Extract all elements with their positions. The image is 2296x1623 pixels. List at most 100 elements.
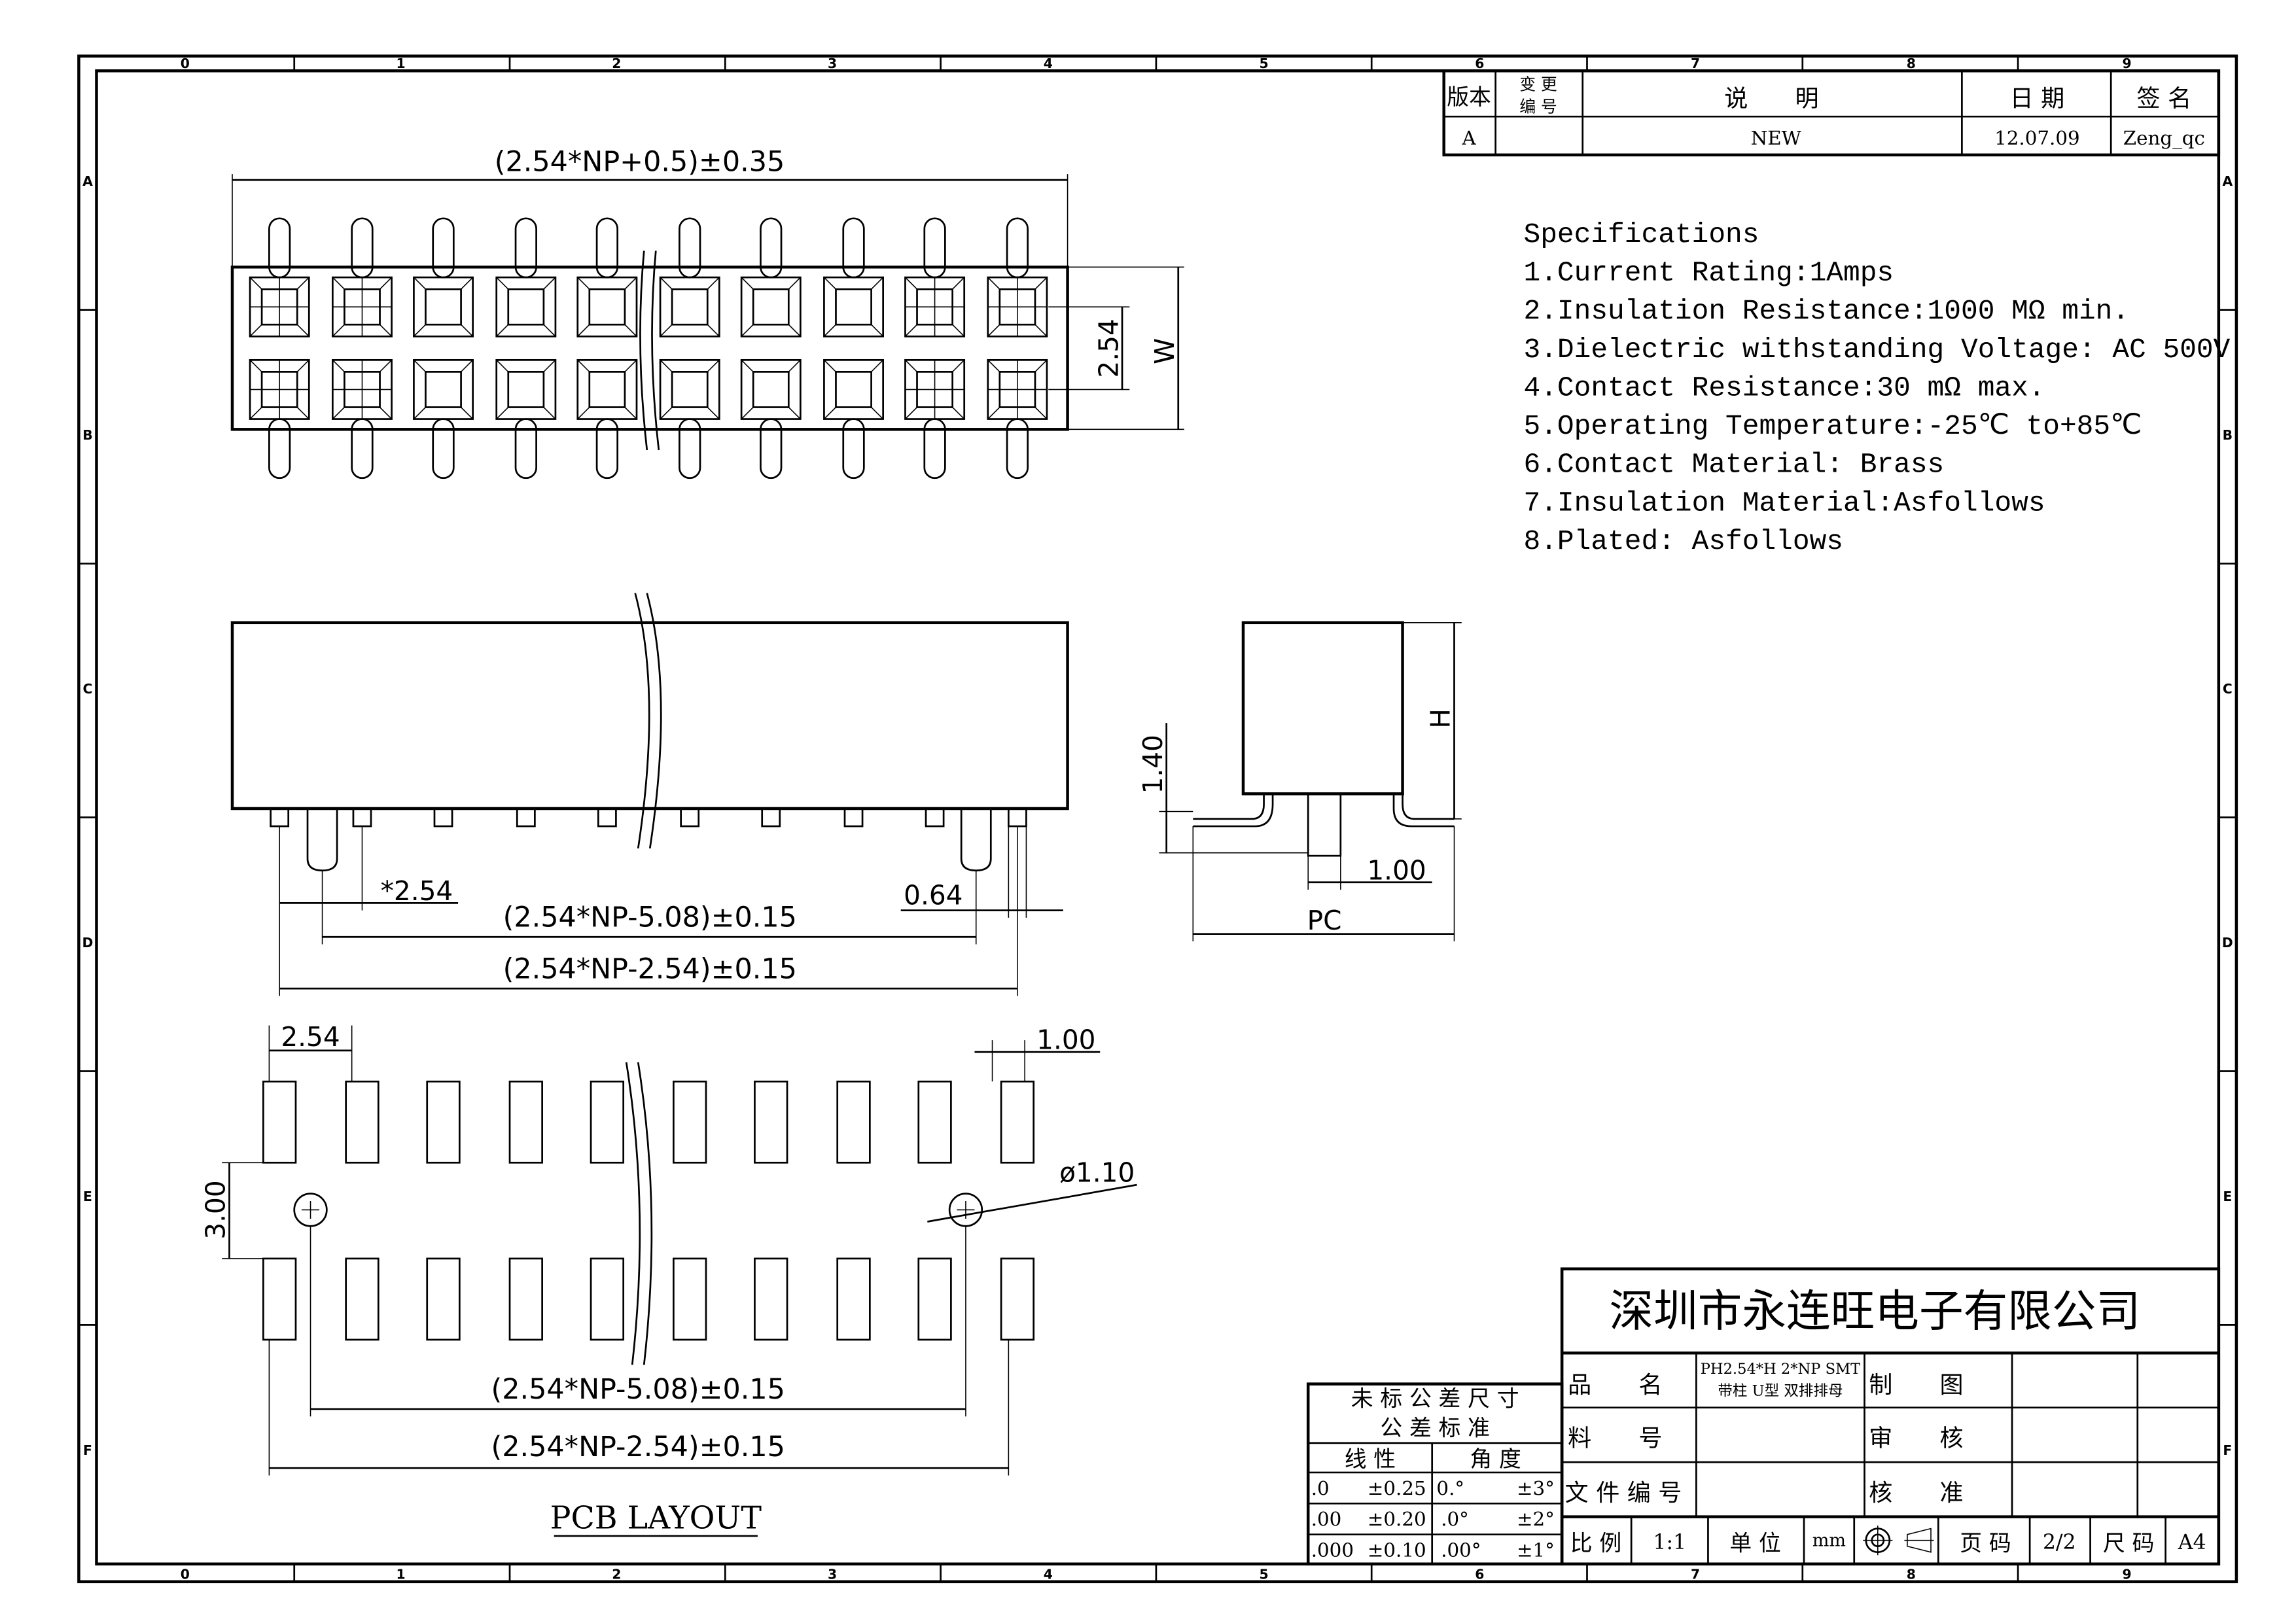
border-row-label: E bbox=[83, 1189, 92, 1204]
spec-item: 7.Insulation Material:Asfollows bbox=[1524, 487, 2045, 519]
border-column-label: 9 bbox=[2122, 1566, 2131, 1582]
tolerance-table: 未 标 公 差 尺 寸 公 差 标 准 线 性 角 度 .0 ±0.25 0.°… bbox=[1306, 1382, 1564, 1566]
contact-centerline bbox=[905, 360, 964, 419]
pcb-pad bbox=[508, 1080, 543, 1164]
contact-square bbox=[495, 276, 557, 338]
part-no-label: 料 号 bbox=[1568, 1424, 1662, 1452]
tol-ang: 0.° bbox=[1436, 1477, 1464, 1499]
projection-symbol-icon bbox=[1863, 1526, 1934, 1556]
contact-chamfer bbox=[904, 359, 965, 420]
pcb-pad bbox=[426, 1080, 461, 1164]
tol-lin-value: ±0.25 bbox=[1368, 1477, 1426, 1499]
contact-square bbox=[823, 276, 884, 338]
contact-square bbox=[740, 358, 802, 420]
size-label: 尺 码 bbox=[2103, 1530, 2154, 1556]
contact-square bbox=[576, 276, 638, 338]
pcb-pad bbox=[754, 1257, 788, 1341]
side-pin bbox=[433, 807, 453, 828]
spec-item: 2.Insulation Resistance:1000 MΩ min. bbox=[1524, 295, 2130, 327]
border-column-label: 5 bbox=[1259, 1566, 1268, 1582]
contact-square bbox=[659, 276, 720, 338]
border-row-label: D bbox=[82, 935, 94, 951]
page-label: 页 码 bbox=[1960, 1530, 2011, 1556]
tol-ang: .00° bbox=[1441, 1539, 1481, 1562]
tol-lin: .000 bbox=[1311, 1539, 1354, 1562]
rev-header-version: 版本 bbox=[1447, 84, 1491, 110]
pcb-pad bbox=[917, 1080, 952, 1164]
contact-chamfer bbox=[496, 359, 556, 420]
side-pin bbox=[516, 807, 536, 828]
contact-opening bbox=[588, 288, 626, 326]
pcb-pad bbox=[754, 1080, 788, 1164]
rev-header-description: 说 明 bbox=[1724, 84, 1818, 112]
tol-lin-value: ±0.10 bbox=[1368, 1539, 1426, 1562]
scale-value: 1:1 bbox=[1653, 1531, 1686, 1554]
contact-opening bbox=[425, 288, 462, 326]
contact-chamfer bbox=[496, 277, 556, 337]
contact-chamfer bbox=[823, 359, 884, 420]
tol-ang: .0° bbox=[1441, 1508, 1469, 1530]
pcb-pad bbox=[590, 1080, 625, 1164]
pcb-pad bbox=[508, 1257, 543, 1341]
contact-opening bbox=[752, 288, 790, 326]
border-row-label: B bbox=[82, 427, 92, 443]
dim-pc: PC bbox=[1307, 905, 1342, 936]
contact-opening bbox=[507, 371, 545, 408]
side-pin bbox=[1008, 807, 1027, 828]
doc-no-label: 文 件 编 号 bbox=[1565, 1479, 1682, 1507]
contact-centerline bbox=[987, 360, 1048, 419]
pcb-pad bbox=[836, 1257, 871, 1341]
contact-chamfer bbox=[332, 359, 393, 420]
unit-value: mm bbox=[1812, 1531, 1846, 1551]
dim-hole-diameter: ø1.10 bbox=[1059, 1157, 1135, 1189]
contact-chamfer bbox=[987, 359, 1048, 420]
contact-opening bbox=[835, 288, 872, 326]
contact-chamfer bbox=[904, 277, 965, 337]
border-row-label: C bbox=[2223, 681, 2233, 697]
contact-chamfer bbox=[332, 277, 393, 337]
border-column-label: 1 bbox=[397, 1566, 406, 1582]
contact-centerline bbox=[905, 277, 964, 337]
rev-header-signature: 签 名 bbox=[2137, 84, 2192, 112]
border-column-label: 7 bbox=[1691, 56, 1700, 71]
contact-chamfer bbox=[741, 359, 801, 420]
dim-height: H bbox=[1425, 708, 1457, 729]
pcb-pad bbox=[590, 1257, 625, 1341]
pcb-pad bbox=[917, 1257, 952, 1341]
border-row-label: D bbox=[2222, 935, 2233, 951]
border-column-label: 8 bbox=[1907, 1566, 1916, 1582]
title-block: 深圳市永连旺电子有限公司 品 名 PH2.54*H 2*NP SMT 带柱 U型… bbox=[1560, 1267, 2221, 1566]
side-pin bbox=[925, 807, 945, 828]
contact-square bbox=[576, 358, 638, 420]
side-pin bbox=[597, 807, 617, 828]
rev-header-change-1: 变 更 bbox=[1519, 75, 1557, 94]
contact-square bbox=[659, 358, 720, 420]
tolerance-title-1: 未 标 公 差 尺 寸 bbox=[1351, 1386, 1519, 1411]
contact-chamfer bbox=[413, 359, 474, 420]
border-column-label: 2 bbox=[612, 56, 621, 71]
spec-item: 6.Contact Material: Brass bbox=[1524, 449, 1945, 481]
spec-item: 8.Plated: Asfollows bbox=[1524, 525, 1844, 557]
tol-ang-value: ±1° bbox=[1517, 1539, 1555, 1562]
contact-opening bbox=[752, 371, 790, 408]
contact-chamfer bbox=[413, 277, 474, 337]
border-row-label: A bbox=[2223, 173, 2233, 189]
dim-post-span: (2.54*NP-5.08)±0.15 bbox=[503, 901, 797, 934]
unit-label: 单 位 bbox=[1729, 1530, 1780, 1556]
border-row-label: C bbox=[83, 681, 93, 697]
contact-chamfer bbox=[741, 277, 801, 337]
border-row-label: F bbox=[2223, 1442, 2232, 1458]
tol-ang-value: ±3° bbox=[1517, 1477, 1555, 1499]
contact-chamfer bbox=[660, 359, 720, 420]
dim-pin-width: 0.64 bbox=[904, 880, 963, 911]
tol-lin-value: ±0.20 bbox=[1368, 1508, 1426, 1530]
side-pin bbox=[680, 807, 700, 828]
spec-item: 3.Dielectric withstanding Voltage: AC 50… bbox=[1524, 334, 2231, 366]
side-pin bbox=[843, 807, 864, 828]
specifications: Specifications 1.Current Rating:1Amps 2.… bbox=[1524, 218, 2231, 557]
contact-centerline bbox=[987, 277, 1048, 337]
rev-header-change-2: 编 号 bbox=[1519, 97, 1557, 116]
pcb-pad bbox=[1000, 1080, 1035, 1164]
spec-item: 5.Operating Temperature:-25℃ to+85℃ bbox=[1524, 410, 2142, 442]
